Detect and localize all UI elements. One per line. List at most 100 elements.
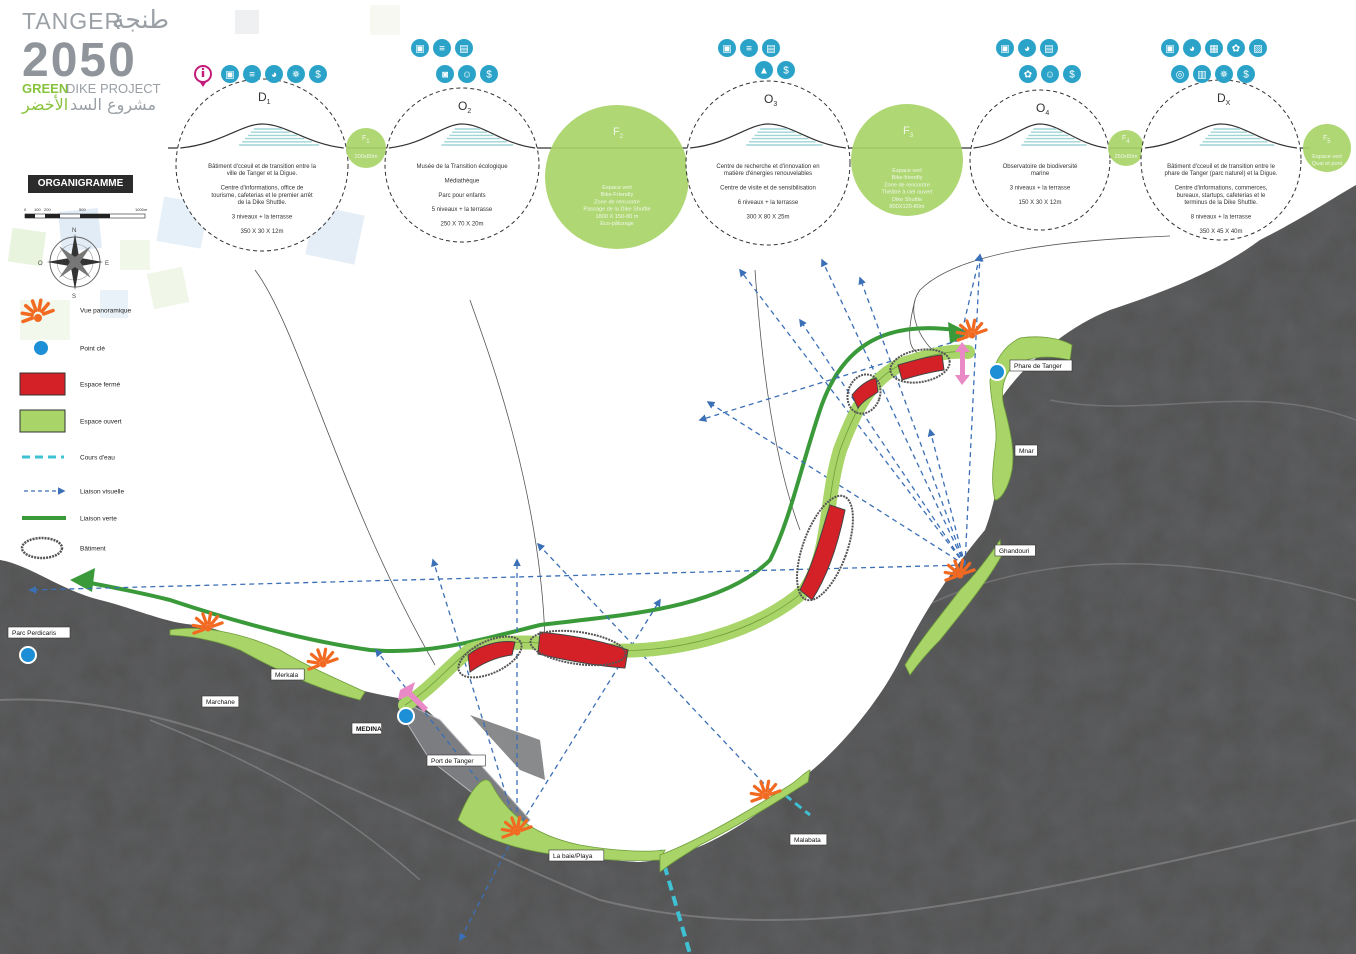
organigram-text: tourisme, cafeterias et le premier arrêt [211,193,313,199]
panoramic-burst-icon[interactable] [955,318,988,342]
coffee-icon: ◕ [1018,39,1036,57]
compass-s: S [72,294,76,300]
money-icon: $ [309,65,327,83]
organigram-text: 6 niveaux + la terrasse [738,200,799,206]
panoramic-burst-icon[interactable] [306,647,339,671]
svg-text:$: $ [486,70,492,81]
visual-link-arrow [821,258,966,566]
organigram-text: Passage de la Dike Shuttle [583,207,650,213]
panoramic-views [191,318,988,839]
organigram-text: 3 niveaux + la terrasse [1010,186,1071,192]
visual-link-arrow [858,276,966,566]
coffee-icon: ◕ [265,65,283,83]
organigram-text: de la Dike Shuttle. [238,200,287,206]
organigram-text: matière d'énergies renouvelables [724,171,812,177]
organigram-text: terminus de la Dike Shuttle. [1184,200,1258,206]
scale-bar: 0 100 200 500 1000m [24,207,148,219]
organigram-code: F1 [362,135,370,145]
visual-link-arrow [739,268,966,566]
logo-arabic-green: الأخضر [22,95,69,114]
panoramic-burst-icon[interactable] [500,815,533,839]
svg-text:Marchane: Marchane [206,699,235,706]
svg-text:☺: ☺ [1045,70,1055,81]
scale-tick-500: 500 [79,207,86,212]
organigram-text: 250x80m [1114,154,1137,160]
organigram-text: 300 X 80 X 25m [746,214,789,220]
svg-text:▣: ▣ [1000,44,1009,55]
logo-arabic-rest: مشروع السد [70,95,157,114]
organigram-text: Musée de la Transition écologique [416,164,508,170]
place-label-merkala: Merkala [270,668,305,681]
organigram-text: Théâtre à ciel ouvert [882,190,933,196]
bus-icon: ▣ [718,39,736,57]
key-points [19,363,1006,725]
kids-icon: ☺ [458,65,476,83]
legend-label: Espace ouvert [80,419,122,426]
svg-text:≡: ≡ [746,44,752,55]
bus-icon: ▣ [411,39,429,57]
visual-link-arrow [706,401,966,566]
svg-text:▨: ▨ [1253,44,1262,55]
money-icon: $ [1237,65,1255,83]
svg-text:☺: ☺ [462,70,472,81]
svg-text:▲: ▲ [759,66,769,77]
organigram-text: 250 X 70 X 20m [440,222,483,228]
svg-text:▣: ▣ [1165,44,1174,55]
svg-text:◙: ◙ [442,70,448,81]
scale-tick-200: 200 [44,207,51,212]
visual-link-arrow [927,428,966,566]
svg-text:▤: ▤ [766,44,775,55]
organigram-text: Espace vert [1312,154,1342,160]
compass-w: O [38,261,43,267]
svg-text:◎: ◎ [1176,70,1185,81]
mug-icon: ◙ [436,65,454,83]
panoramic-burst-icon[interactable] [749,779,782,803]
svg-text:≡: ≡ [439,44,445,55]
logo-dike-project: DIKE PROJECT [66,81,161,96]
svg-text:≡: ≡ [249,70,255,81]
svg-text:Mnar: Mnar [1019,448,1035,455]
place-label-medina: MEDINA [351,722,382,735]
compass-rose: N S E O [38,228,109,300]
svg-text:$: $ [1243,70,1249,81]
flask-icon: ▲ [755,61,773,79]
key-point-perdicaris[interactable] [19,646,37,664]
svg-text:✿: ✿ [1232,44,1240,55]
svg-text:Ghandouri: Ghandouri [999,548,1029,555]
organigram-text: 350 X 30 X 12m [240,229,283,235]
organigram-text: Quai et pont [1312,161,1343,167]
organigram-text: Bâtiment d'cceuil et de transition entre… [1167,164,1276,170]
legend-label: Cours d'eau [80,455,115,462]
dike-closed-space-4 [851,377,879,410]
svg-text:✵: ✵ [292,70,300,81]
panoramic-burst-icon[interactable] [191,611,224,635]
key-point-medina[interactable] [397,707,415,725]
key-point-phare[interactable] [988,363,1006,381]
panoramic-burst-icon[interactable] [943,558,976,582]
svg-text:✿: ✿ [1024,70,1032,81]
svg-text:◕: ◕ [271,70,277,81]
bike-icon: ◎ [1171,65,1189,83]
svg-text:Port de Tanger: Port de Tanger [431,758,474,765]
book-icon: ▤ [1040,39,1058,57]
legend-item-building-outline-icon: Bâtiment [20,536,106,560]
organigram-text: Centre d'informations, commerces, [1175,186,1268,192]
organigram-text: Bike-friendly [892,175,923,181]
helm-icon: ✵ [1215,65,1233,83]
svg-text:$: $ [1069,70,1075,81]
bus-icon: ▣ [996,39,1014,57]
organigram-text: 8 niveaux + la terrasse [1191,214,1252,220]
svg-text:▣: ▣ [415,44,424,55]
svg-text:Merkala: Merkala [275,672,299,679]
logo-year: 2050 [22,34,137,87]
shell-icon: ✿ [1019,65,1037,83]
wifi-icon: ≡ [433,39,451,57]
logo-tanger-arabic: طنجة [112,5,169,34]
